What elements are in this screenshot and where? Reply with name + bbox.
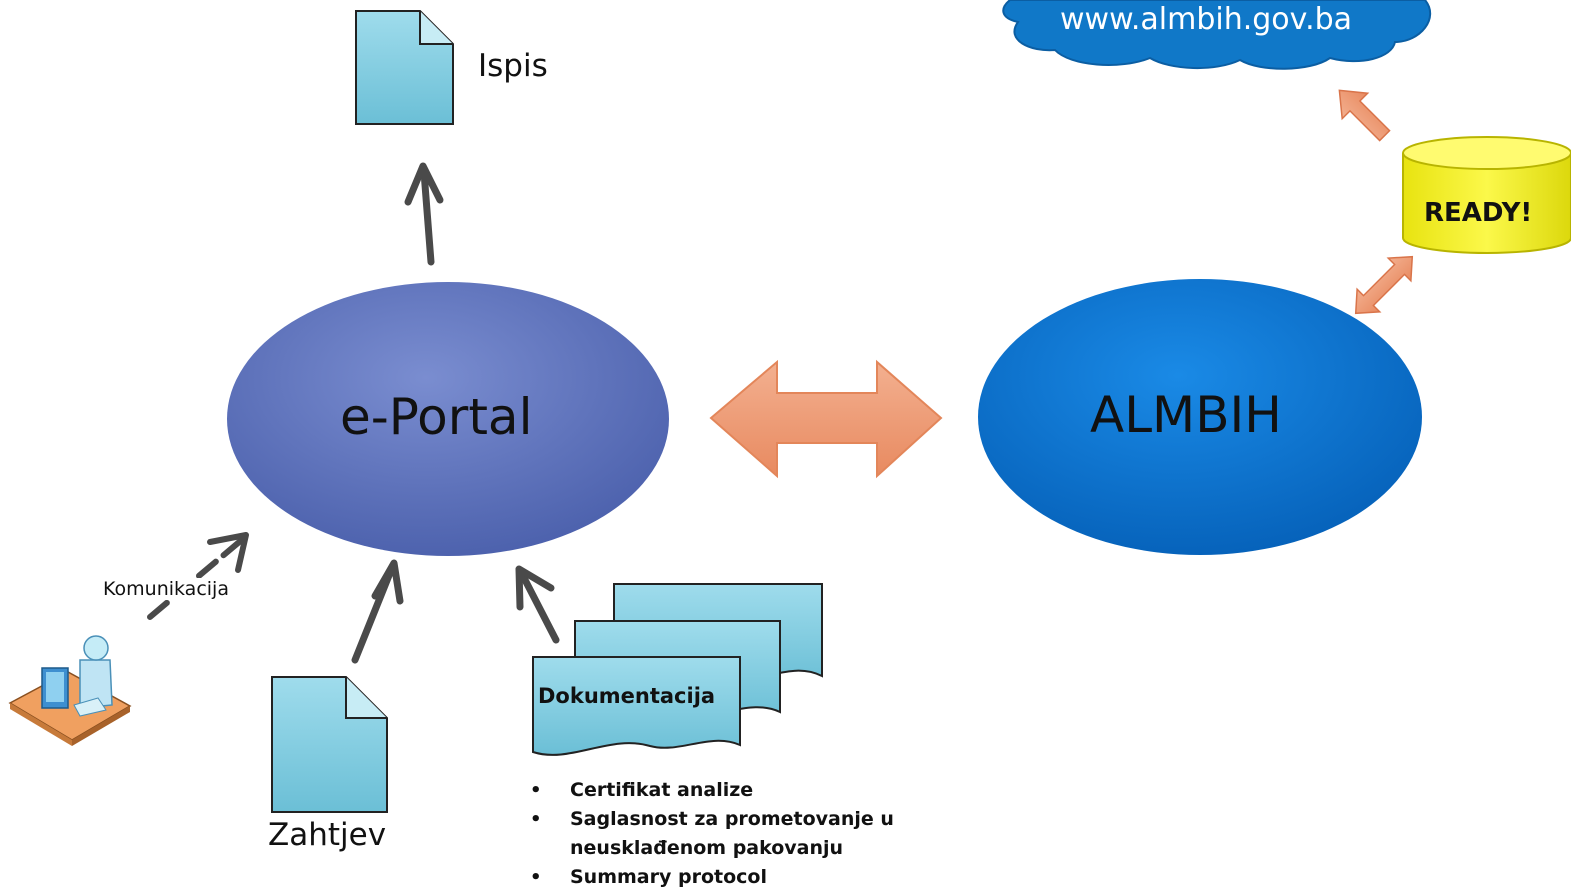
arrow-eportal-to-ispis (404, 162, 444, 266)
dokumentacija-stack-icon (532, 583, 823, 756)
documents-list-item: Saglasnost za prometovanje u neusklađeno… (528, 805, 930, 863)
komunikacija-label: Komunikacija (103, 578, 229, 600)
zahtjev-document-icon (271, 676, 388, 813)
zahtjev-label: Zahtjev (268, 817, 387, 853)
arrow-komunikacija (147, 532, 249, 620)
website-cloud (1002, 0, 1432, 70)
user-computer-icon (8, 635, 132, 746)
dokumentacija-label: Dokumentacija (538, 684, 716, 708)
almbih-label: ALMBIH (1090, 386, 1282, 444)
arrow-almbih-ready (1354, 255, 1414, 315)
arrow-zahtjev-to-eportal (351, 559, 404, 664)
ready-label: READY! (1424, 198, 1533, 228)
almbih-node (978, 279, 1422, 555)
arrow-dokumentacija-to-eportal (515, 565, 560, 644)
ready-database-icon (1402, 136, 1571, 254)
documents-list: Certifikat analize Saglasnost za prometo… (528, 776, 930, 892)
arrow-ready-website (1338, 89, 1391, 142)
documents-list-item: Summary protocol (528, 863, 930, 892)
website-label: www.almbih.gov.ba (1060, 2, 1353, 37)
eportal-label: e-Portal (340, 388, 533, 446)
documents-list-item: Certifikat analize (528, 776, 930, 805)
eportal-node (227, 282, 669, 556)
ispis-document-icon (355, 10, 454, 125)
ispis-label: Ispis (478, 48, 548, 84)
arrow-eportal-almbih (709, 359, 943, 479)
